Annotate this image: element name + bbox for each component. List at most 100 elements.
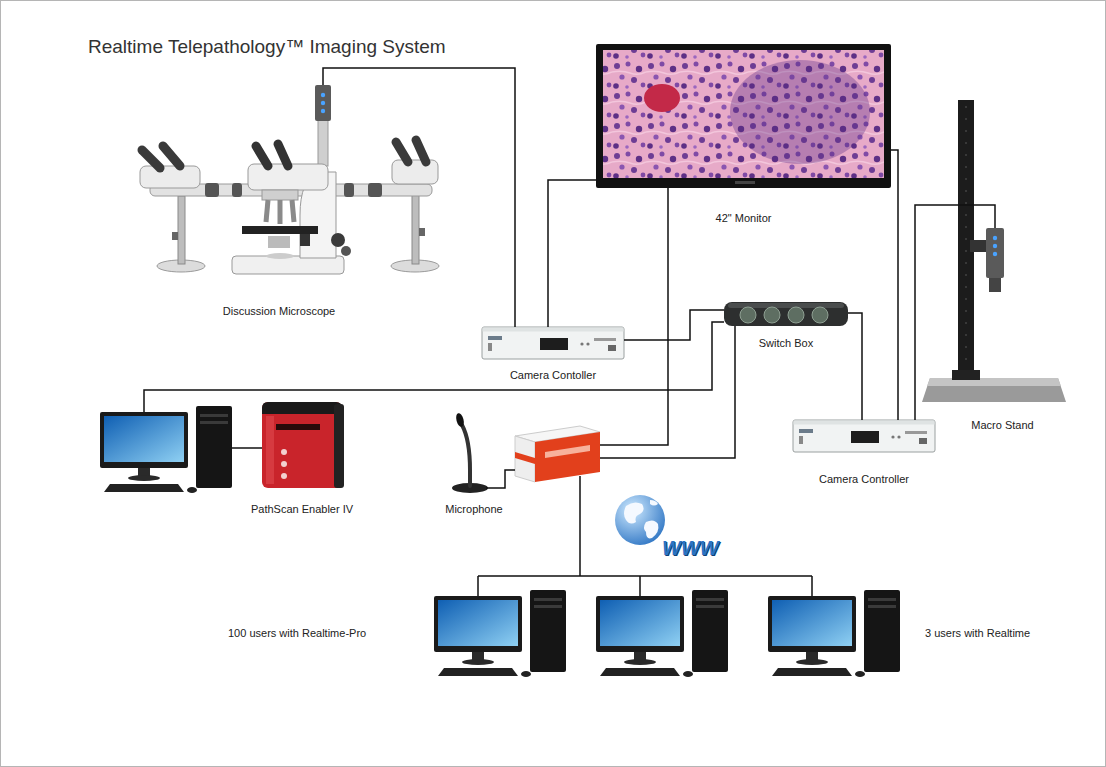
device-caption: Microphone [445,502,502,516]
device-caption: PathScan Enabler IV [251,502,353,516]
slide-scanner-art [262,402,342,488]
discussion-microscope-art [266,200,268,222]
user-group-label: 3 users with Realtime [925,626,1030,640]
codec-box-art [545,445,590,458]
cable-wire [940,205,995,228]
device-caption: Camera Controller [819,472,909,486]
discussion-microscope-art [321,93,325,97]
device-caption: Camera Contoller [510,368,596,382]
diagram-title: Realtime Telepathology™ Imaging System [88,36,446,58]
discussion-microscope-art [205,183,219,197]
monitor-art [730,60,870,164]
user-group-label: 100 users with Realtime-Pro [228,626,366,640]
discussion-microscope-art [300,234,310,246]
microscope-node: Discussion Microscope [118,85,440,318]
macro-stand-art [922,378,1066,402]
cable-wire [144,188,995,596]
slide-scanner-art [281,449,287,455]
globe-icon [644,520,658,538]
monitor-node: 42" Monitor [596,44,891,225]
device-caption: Macro Stand [971,418,1033,432]
cable-wire [486,470,515,488]
slide-scanner-art [262,402,344,488]
macro-stand-art [970,240,988,252]
connector-group [323,68,940,420]
monitor-art [603,50,884,178]
slide-scanner-art [281,461,287,467]
globe-icon [624,502,644,523]
slide-scanner-art [281,473,287,479]
codec-box-art [515,426,600,482]
macro-stand-art [966,106,967,372]
discussion-microscope-art [278,144,288,166]
switch-box-art [724,302,848,326]
discussion-microscope-art [321,101,325,105]
web-sign: WWW [662,536,719,560]
switch-box-art [764,307,780,323]
cable-connector [323,68,515,327]
monitor-art [596,44,891,188]
monitor-art [644,84,680,112]
macro-stand-art [993,244,997,248]
discussion-microscope-art [318,118,328,166]
switch-box-art [788,307,804,323]
slide-scanner-art [262,402,342,414]
discussion-microscope-art [140,85,439,274]
macro-stand-art [993,252,997,256]
camera-controller-art [482,327,624,359]
camera-controller-art [793,420,935,452]
cable-connector [624,310,724,340]
switch-box-node: Switch Box [724,300,848,350]
macro-stand-art [986,228,1004,278]
codec-box-art [535,432,600,482]
switch-box-art [724,302,848,326]
microphone-art [455,412,465,427]
camera-controller-node: Camera Controller [793,420,935,486]
globe-icon [615,495,665,545]
discussion-microscope-art [178,196,185,264]
discussion-microscope-art [341,246,351,256]
macro-stand-node: Macro Stand [940,95,1065,432]
cable-wire [144,322,724,412]
cable-connector [848,313,862,420]
discussion-microscope-art [256,146,268,166]
slide-scanner-art [334,404,344,488]
microphone-art [452,412,488,493]
microphone-art [462,425,470,486]
globe-icon [615,495,665,545]
device-caption: 42" Monitor [716,211,772,225]
cable-wire [600,326,735,458]
discussion-microscope-art [419,228,425,236]
workstation-art [100,406,900,677]
scanner-node: PathScan Enabler IV [247,398,357,516]
cable-connector [915,205,940,420]
microphone-node: Microphone [440,412,508,516]
device-caption: Discussion Microscope [223,304,335,318]
cable-connector [548,180,596,327]
workstation-art [100,406,232,493]
discussion-microscope-art [163,146,180,166]
discussion-microscope-art [412,192,419,264]
camera-controller-node: Camera Contoller [482,327,624,382]
discussion-microscope-art [331,233,345,247]
discussion-microscope-art [262,190,298,200]
macro-stand-art [989,278,1001,292]
cable-connector [891,150,898,420]
slide-scanner-art [276,424,320,430]
cable-wire [232,447,262,449]
discussion-microscope-art [396,142,408,162]
slide-scanner-art [266,416,274,484]
discussion-microscope-art [292,200,294,222]
workstation-art [768,590,900,677]
codec-box-art [515,452,535,464]
codec-box-art [515,436,535,482]
discussion-microscope-art [172,232,178,240]
discussion-microscope-art [392,160,438,184]
discussion-microscope-art [315,85,331,121]
discussion-microscope-art [142,150,160,168]
monitor-art [596,44,891,188]
discussion-microscope-art [321,109,325,113]
